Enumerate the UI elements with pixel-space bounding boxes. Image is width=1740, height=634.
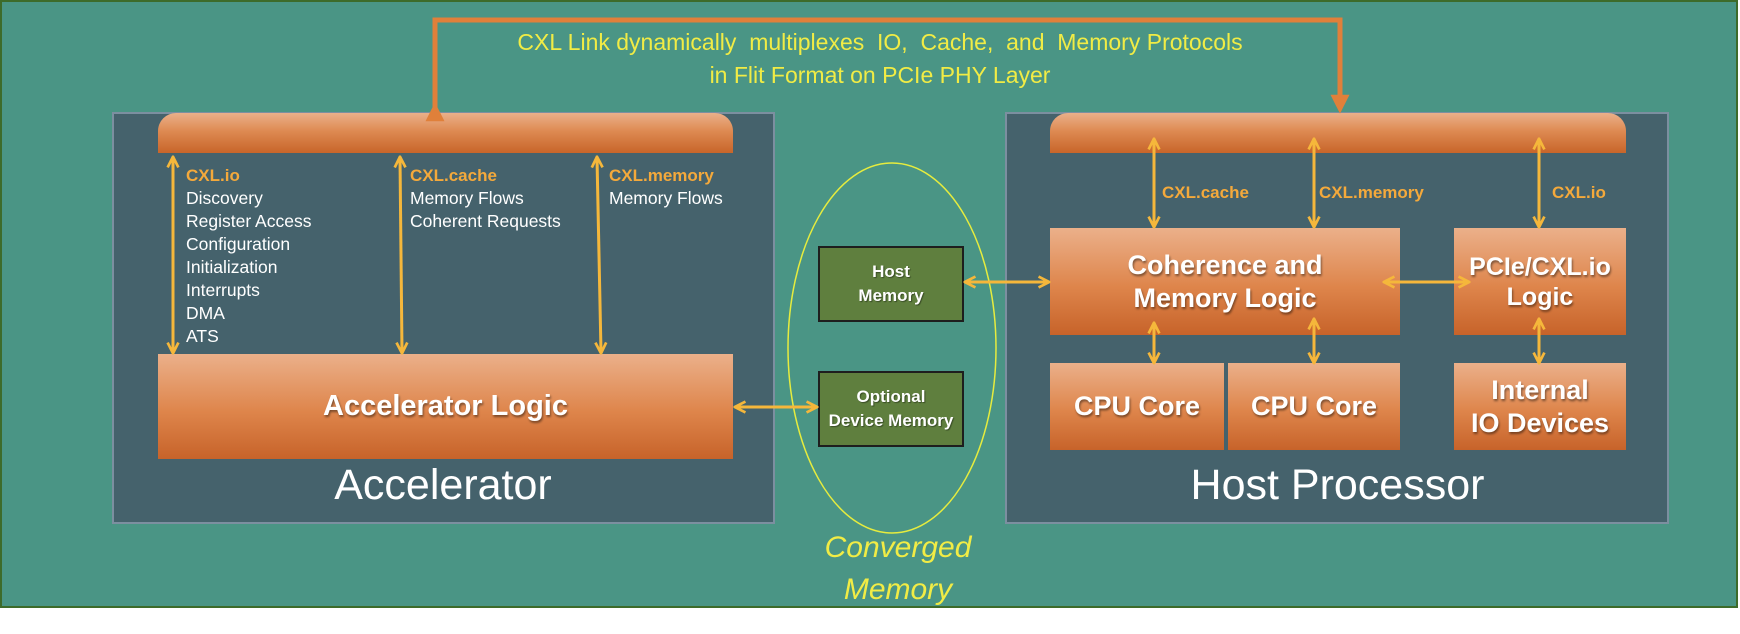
host-memory-box: Host Memory <box>818 246 964 322</box>
host-cxl-io-tag: CXL.io <box>1552 183 1606 202</box>
host-processor-title: Host Processor <box>1190 461 1485 509</box>
cxl-link-caption-line2: in Flit Format on PCIe PHY Layer <box>709 62 1051 88</box>
optional-device-memory-box: Optional Device Memory <box>818 371 964 447</box>
accelerator-logic-box: Accelerator Logic <box>158 354 733 459</box>
list-item: Interrupts <box>186 280 260 300</box>
host-cxl-memory-tag: CXL.memory <box>1319 183 1424 202</box>
cpu-core-box-2: CPU Core <box>1228 363 1400 450</box>
coherence-memory-logic-box: Coherence and Memory Logic <box>1050 228 1400 335</box>
accel-cxl-cache-arrow <box>400 158 402 352</box>
converged-label-line2: Memory <box>843 573 953 606</box>
list-item: ATS <box>186 326 219 346</box>
converged-label-line1: Converged <box>824 531 972 564</box>
pcie-cxl-io-logic-box: PCIe/CXL.io Logic <box>1454 228 1626 335</box>
accel-cxl-cache-tag: CXL.cache <box>410 166 497 185</box>
accel-cxl-memory-tag: CXL.memory <box>609 166 714 185</box>
list-item: Discovery <box>186 188 263 208</box>
accel-cxl-memory-arrow <box>597 158 601 352</box>
accelerator-title: Accelerator <box>334 461 552 509</box>
accel-cxl-cache-list: Memory Flows Coherent Requests <box>410 187 561 233</box>
converged-memory-label: Converged Memory <box>780 527 1016 611</box>
list-item: Coherent Requests <box>410 211 561 231</box>
internal-io-devices-box: Internal IO Devices <box>1454 363 1626 450</box>
host-cxl-cache-tag: CXL.cache <box>1162 183 1249 202</box>
accel-cxl-memory-list: Memory Flows <box>609 187 723 210</box>
cpu-core-box-1: CPU Core <box>1050 363 1224 450</box>
list-item: DMA <box>186 303 225 323</box>
accel-cxl-io-list: Discovery Register Access Configuration … <box>186 187 311 348</box>
cxl-link-caption-line1: CXL Link dynamically multiplexes IO, Cac… <box>517 29 1243 55</box>
list-item: Configuration <box>186 234 291 254</box>
list-item: Memory Flows <box>410 188 524 208</box>
list-item: Memory Flows <box>609 188 723 208</box>
list-item: Register Access <box>186 211 312 231</box>
list-item: Initialization <box>186 257 278 277</box>
accel-cxl-io-tag: CXL.io <box>186 166 240 185</box>
cxl-link-bracket-arrow <box>425 17 1350 122</box>
